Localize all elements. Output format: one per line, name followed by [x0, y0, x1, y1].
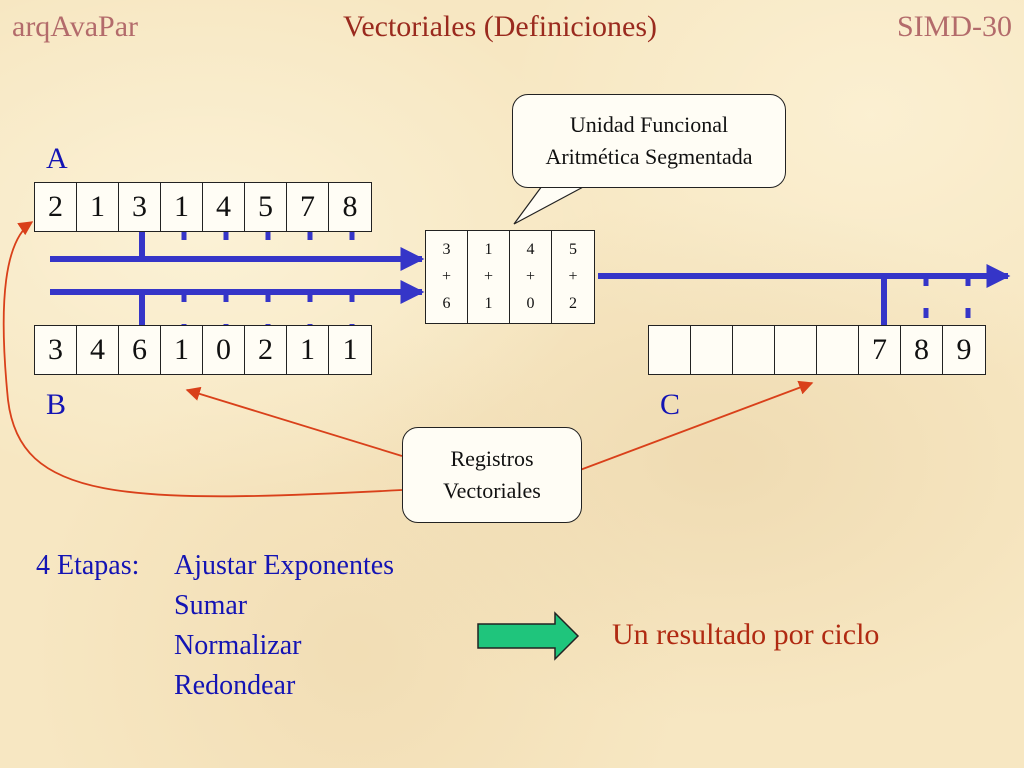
register-b-cell: 1	[287, 326, 329, 374]
stage-operand-a: 3	[442, 241, 451, 259]
register-b: 3 4 6 1 0 2 1 1	[34, 325, 372, 375]
register-b-cell: 4	[77, 326, 119, 374]
slide-number: SIMD-30	[896, 10, 1012, 43]
stage-operator: +	[441, 267, 452, 285]
register-b-cell: 1	[342, 333, 358, 366]
result-text: Un resultado por ciclo	[612, 618, 880, 651]
register-c-cell: 7	[859, 326, 901, 374]
register-a: 2 1 3 1 4 5 7 8	[34, 182, 372, 232]
register-b-cell: 3	[35, 326, 77, 374]
etapa-step: Normalizar	[174, 630, 302, 661]
etapa-step: Sumar	[174, 590, 248, 621]
pipeline-stage: 4 + 0	[510, 231, 552, 323]
pipeline-stage: 1 + 1	[468, 231, 510, 323]
register-c-cell	[817, 326, 859, 374]
pipeline-unit: 3 + 6 1 + 1 4 + 0 5 + 2	[425, 230, 595, 324]
stage-operand-b: 2	[569, 294, 577, 312]
course-code: arqAvaPar	[12, 10, 139, 43]
bus-b-dashed-taps	[181, 292, 355, 325]
stage-operand-a: 5	[569, 241, 577, 259]
register-c-cell	[649, 326, 691, 374]
pipeline-stage: 3 + 6	[426, 231, 468, 323]
etapas-label: 4 Etapas:	[36, 550, 140, 581]
register-a-cell: 5	[245, 183, 287, 231]
register-a-cell: 2	[35, 183, 77, 231]
register-c-label: C	[660, 388, 681, 421]
register-b-cell: 0	[203, 326, 245, 374]
register-a-cell: 4	[203, 183, 245, 231]
register-c: 7 8 9	[648, 325, 986, 375]
stage-operand-a: 4	[526, 241, 535, 259]
callout-line: Unidad Funcional	[569, 112, 729, 138]
callout-tail	[513, 185, 586, 225]
stage-operand-a: 1	[484, 241, 493, 259]
arrow-to-register-a	[2, 221, 403, 498]
register-c-cell	[691, 326, 733, 374]
register-a-cell: 8	[342, 190, 358, 223]
result-arrow-icon	[477, 611, 580, 661]
vector-registers-callout: Registros Vectoriales	[402, 427, 582, 523]
stage-operator: +	[525, 267, 536, 285]
slide-title: Vectoriales (Definiciones)	[343, 10, 658, 43]
register-a-label: A	[46, 142, 68, 175]
register-a-cell: 7	[287, 183, 329, 231]
register-a-cell: 1	[161, 183, 203, 231]
register-c-cell	[733, 326, 775, 374]
pipeline-stage: 5 + 2	[552, 231, 594, 323]
register-b-cell: 6	[119, 326, 161, 374]
callout-line: Aritmética Segmentada	[545, 144, 753, 169]
callout-line: Vectoriales	[443, 478, 541, 503]
register-a-cell: 1	[77, 183, 119, 231]
bus-c-dashed-taps	[923, 276, 971, 325]
callout-line: Registros	[450, 446, 534, 472]
register-c-cell	[775, 326, 817, 374]
etapa-step: Redondear	[174, 670, 296, 701]
arrow-to-register-b	[185, 386, 403, 457]
etapas-list: Ajustar Exponentes Sumar Normalizar Redo…	[174, 546, 394, 706]
register-b-cell: 1	[161, 326, 203, 374]
stage-operand-b: 1	[484, 294, 493, 312]
arrow-to-register-c	[579, 380, 814, 471]
stage-operand-b: 6	[442, 294, 451, 312]
register-b-cell: 2	[245, 326, 287, 374]
functional-unit-callout: Unidad Funcional Aritmética Segmentada	[512, 94, 786, 188]
register-a-cell: 3	[119, 183, 161, 231]
register-b-label: B	[46, 388, 67, 421]
stage-operator: +	[483, 267, 494, 285]
stage-operand-b: 0	[526, 294, 535, 312]
bus-a-dashed-taps	[181, 230, 355, 259]
etapa-step: Ajustar Exponentes	[174, 550, 395, 581]
register-c-cell: 8	[901, 326, 943, 374]
register-c-cell: 9	[956, 333, 972, 366]
stage-operator: +	[568, 267, 578, 285]
